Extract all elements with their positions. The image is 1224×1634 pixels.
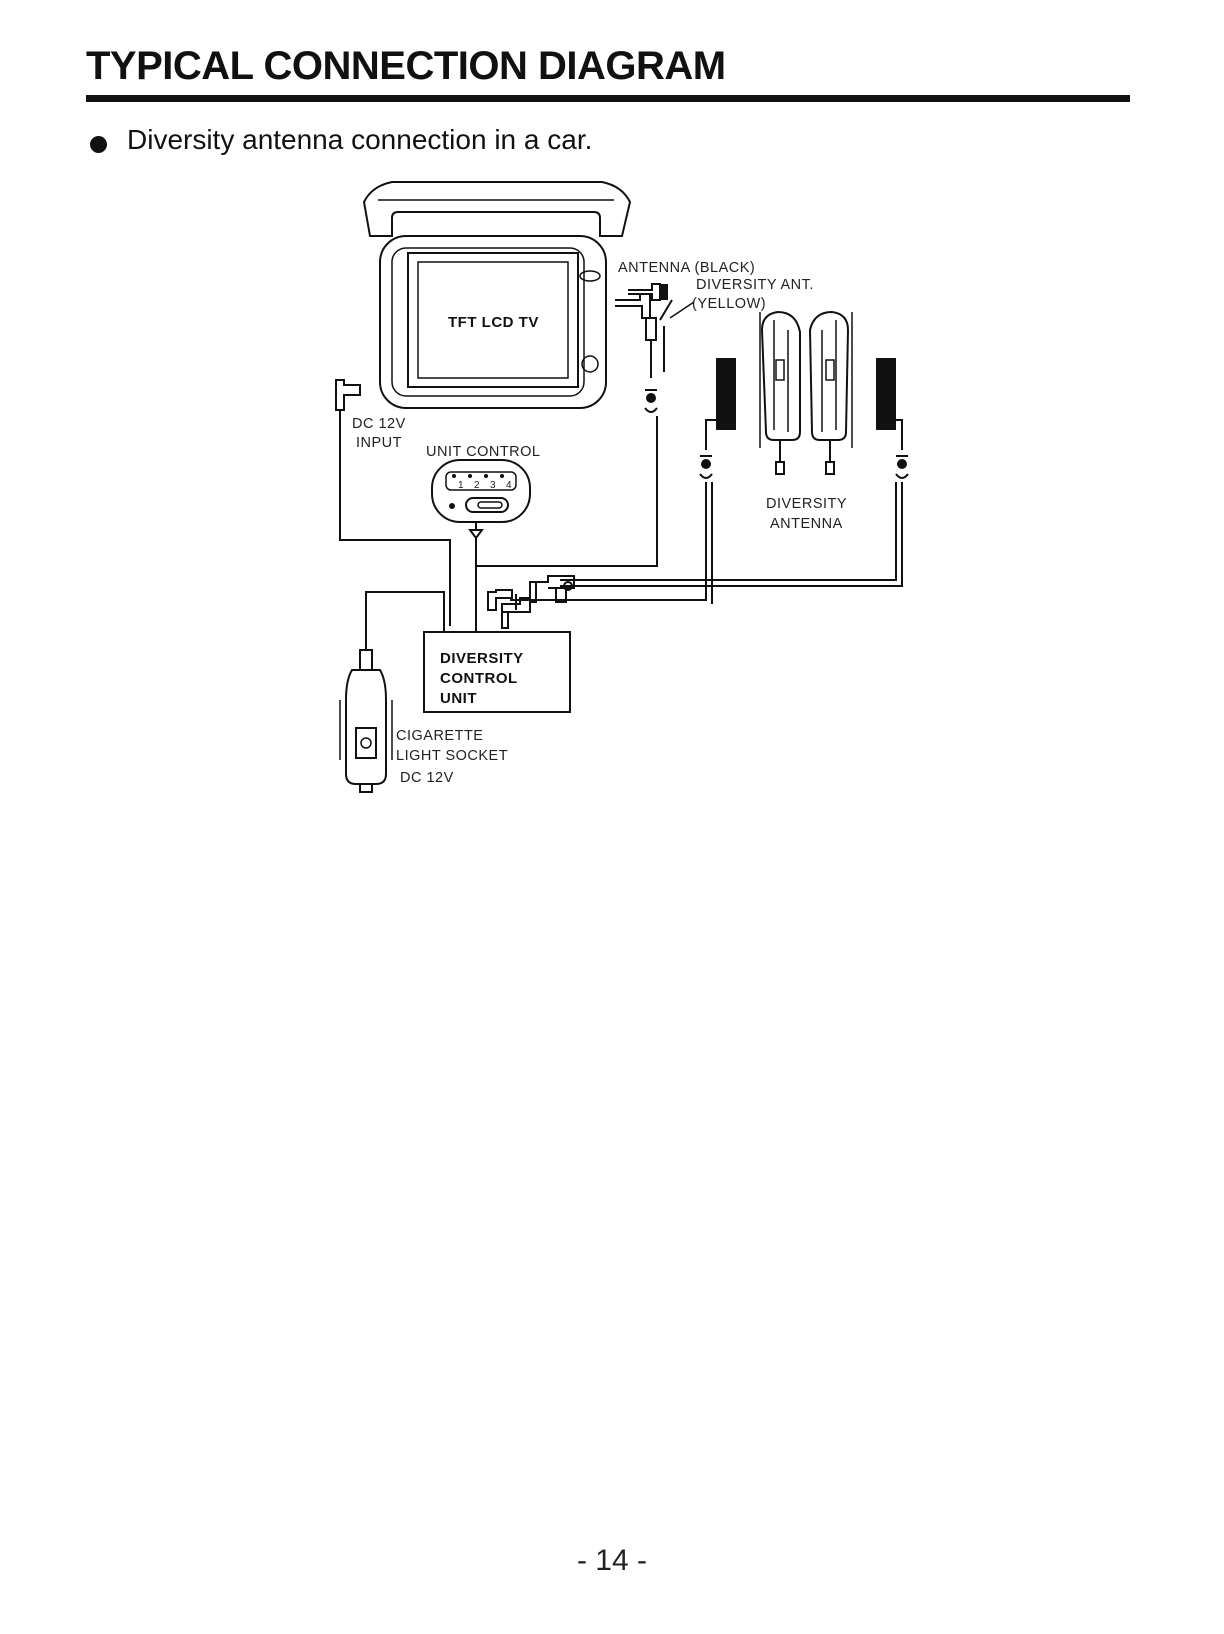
remote-key-1: 1 bbox=[458, 480, 464, 491]
socket-plug-body bbox=[345, 669, 387, 785]
tv-screen-frame bbox=[407, 252, 579, 388]
tv-housing bbox=[379, 235, 607, 409]
diversity-antenna-label-1: DIVERSITY bbox=[766, 496, 847, 512]
diversity-ant-leader bbox=[669, 301, 695, 319]
tv-label: TFT LCD TV bbox=[448, 314, 539, 331]
page-number: - 14 - bbox=[576, 1544, 648, 1577]
cigarette-socket-plug bbox=[339, 591, 445, 793]
page-title: TYPICAL CONNECTION DIAGRAM bbox=[86, 44, 726, 88]
control-unit-label-2: CONTROL bbox=[440, 670, 518, 687]
unit-control-label: UNIT CONTROL bbox=[426, 444, 541, 460]
diversity-antenna-pair bbox=[510, 310, 909, 604]
antenna-left bbox=[760, 310, 801, 441]
socket-label-1: CIGARETTE bbox=[396, 728, 483, 744]
diversity-ant-label-1: DIVERSITY ANT. bbox=[696, 277, 814, 293]
diversity-antenna-label-2: ANTENNA bbox=[770, 516, 843, 532]
unit-control-remote: 1 2 3 4 bbox=[431, 459, 531, 632]
dc-input-plug bbox=[335, 379, 451, 626]
control-unit-label-3: UNIT bbox=[440, 690, 477, 707]
diversity-ant-label-2: (YELLOW) bbox=[692, 296, 766, 312]
subtitle: Diversity antenna connection in a car. bbox=[127, 124, 593, 155]
dc-input-label-1: DC 12V bbox=[352, 416, 406, 432]
antenna-black-label: ANTENNA (BLACK) bbox=[618, 260, 755, 276]
remote-body bbox=[431, 459, 531, 523]
tv-knob-icon bbox=[579, 270, 601, 282]
dc-input-label-2: INPUT bbox=[356, 435, 402, 451]
antenna-right bbox=[808, 310, 850, 441]
tv-visor bbox=[362, 181, 632, 237]
remote-key-3: 3 bbox=[490, 480, 496, 491]
remote-slot bbox=[465, 497, 509, 513]
diversity-control-unit: DIVERSITY CONTROL UNIT bbox=[423, 631, 571, 713]
remote-key-4: 4 bbox=[506, 480, 512, 491]
socket-label-2: LIGHT SOCKET bbox=[396, 748, 508, 764]
remote-key-2: 2 bbox=[474, 480, 480, 491]
tv-screen bbox=[417, 261, 569, 379]
title-rule bbox=[86, 95, 1130, 102]
connector-cluster bbox=[487, 575, 575, 629]
socket-label-3: DC 12V bbox=[400, 770, 454, 786]
bullet-icon bbox=[90, 136, 107, 153]
remote-keypad bbox=[445, 471, 517, 491]
control-unit-box bbox=[423, 631, 571, 713]
tv-unit: TFT LCD TV bbox=[362, 181, 632, 409]
tv-button-icon bbox=[581, 355, 599, 373]
control-unit-label-1: DIVERSITY bbox=[440, 650, 524, 667]
tv-bezel bbox=[391, 247, 585, 397]
